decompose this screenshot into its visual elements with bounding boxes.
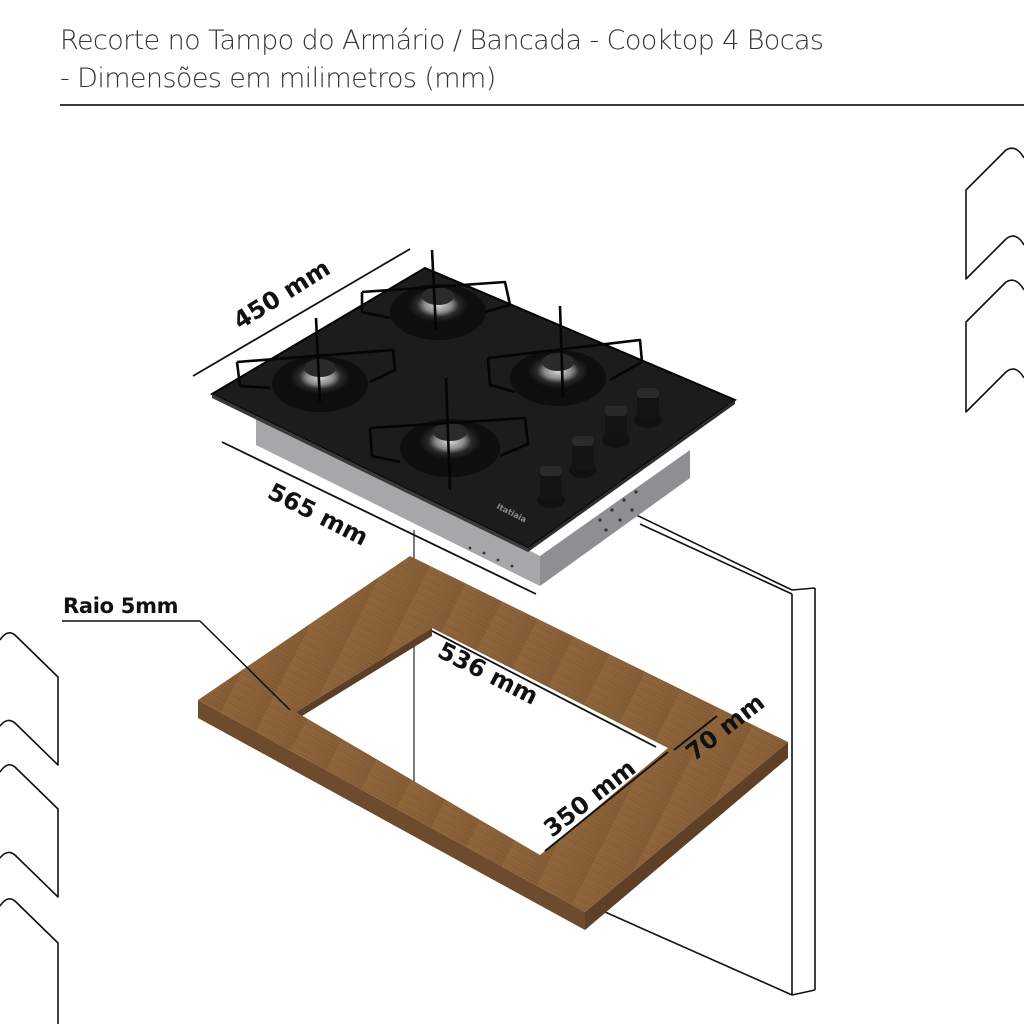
knob-2 <box>569 436 597 478</box>
countertop <box>198 556 788 930</box>
page-title-line-2: - Dimensões em milimetros (mm) <box>60 63 496 94</box>
burner-back <box>390 284 486 340</box>
pan-supports <box>235 249 644 491</box>
cooktop: Itatiaia <box>209 249 738 586</box>
decor-chevrons-right <box>965 147 1024 413</box>
chevron-decor-icon <box>965 279 1024 413</box>
dim-corner-radius: Raio 5mm <box>63 594 179 618</box>
countertop-right-edge <box>585 742 788 930</box>
knob-4 <box>634 388 662 428</box>
countertop-surface <box>198 556 788 912</box>
header: Recorte no Tampo do Armário / Bancada - … <box>60 22 1024 98</box>
decor-chevrons-left <box>0 632 59 1024</box>
cutout-dimension-lines <box>431 630 718 852</box>
knob-1 <box>537 466 565 508</box>
burner-right <box>510 350 606 406</box>
countertop-front-edge <box>198 700 585 930</box>
dim-cooktop-depth: 450 mm <box>228 254 335 335</box>
header-divider <box>60 104 1024 106</box>
control-knobs <box>537 388 662 508</box>
raio-leader <box>62 620 291 711</box>
burner-front <box>400 419 500 477</box>
cooktop-body-front <box>256 412 540 586</box>
chevron-decor-icon <box>0 632 59 766</box>
chevron-decor-icon <box>0 764 59 898</box>
chevron-decor-icon <box>0 898 59 1024</box>
cutout-inner-edge <box>296 628 432 716</box>
chevron-decor-icon <box>965 147 1024 280</box>
cooktop-body-right <box>540 450 690 586</box>
cooktop-dimension-lines <box>192 248 537 595</box>
knob-3 <box>602 406 630 448</box>
page-title-line-1: Recorte no Tampo do Armário / Bancada - … <box>60 25 824 56</box>
